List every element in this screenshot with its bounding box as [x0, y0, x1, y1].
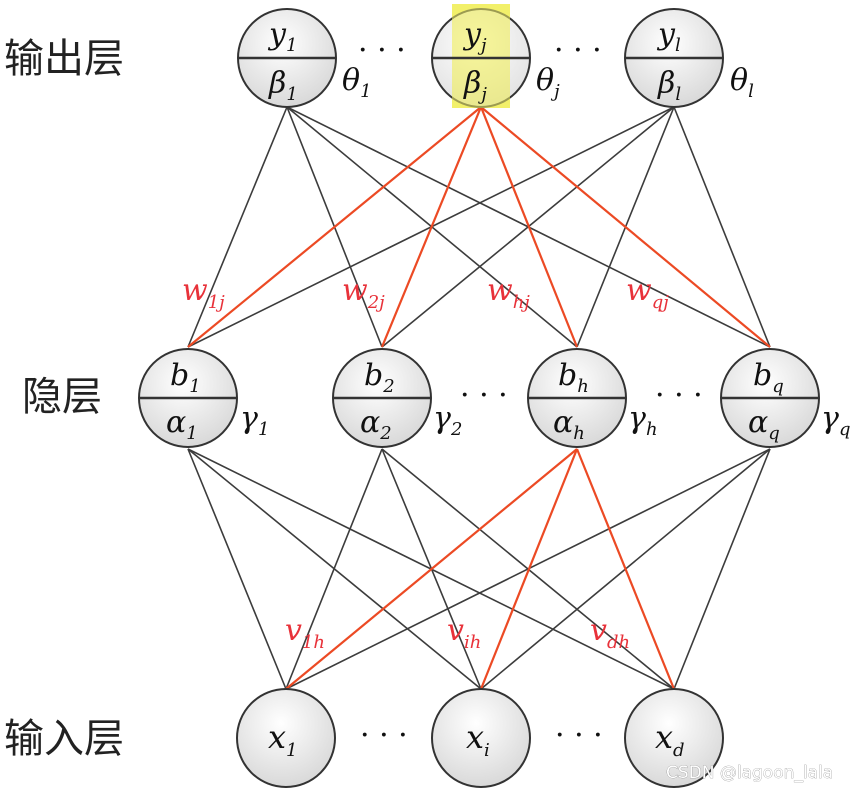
edge-hidden-output-3-1-highlighted — [480, 106, 771, 348]
svg-text:b2: b2 — [364, 358, 395, 397]
weight-label-wqj: wqj — [626, 273, 669, 313]
output-ellipsis-1: · · · — [358, 33, 406, 68]
input-node-i: xi — [431, 688, 531, 788]
svg-text:β1: β1 — [268, 66, 298, 105]
svg-text:βl: βl — [657, 66, 681, 105]
hidden-node-2: b2 α2 — [332, 348, 432, 448]
hidden-bias-1: γ1 — [240, 401, 269, 440]
hidden-node-1: b1 α1 — [138, 348, 238, 448]
svg-text:αh: αh — [553, 405, 585, 444]
hidden-bias-h: γh — [628, 401, 658, 440]
edges-hidden-output — [187, 106, 771, 348]
svg-text:yl: yl — [656, 17, 681, 56]
svg-text:α1: α1 — [166, 405, 198, 444]
weight-label-v1h: v1h — [285, 613, 325, 653]
input-node-d: xd — [624, 688, 724, 788]
svg-text:bh: bh — [558, 358, 589, 397]
edge-hidden-output-0-0 — [187, 106, 288, 348]
edge-hidden-output-0-1-highlighted — [187, 106, 482, 348]
svg-text:βj: βj — [463, 66, 487, 105]
svg-text:α2: α2 — [360, 405, 392, 444]
weight-label-vih: vih — [447, 613, 481, 653]
watermark: CSDN @lagoon_lala — [666, 763, 833, 783]
edge-input-hidden-2-3 — [673, 448, 771, 690]
input-node-1: x1 — [236, 688, 336, 788]
edges-input-hidden — [187, 448, 771, 690]
svg-text:x1: x1 — [268, 718, 298, 761]
edge-input-hidden-2-2-highlighted — [575, 448, 676, 690]
output-bias-j: θj — [536, 63, 560, 102]
edge-hidden-output-3-2 — [673, 106, 771, 348]
svg-text:bq: bq — [753, 358, 784, 397]
hidden-layer-label: 隐层 — [22, 374, 102, 420]
output-ellipsis-2: · · · — [554, 33, 602, 68]
hidden-ellipsis-2: · · · — [655, 378, 703, 413]
svg-text:yj: yj — [462, 17, 487, 56]
input-ellipsis-2: · · · — [555, 718, 603, 753]
edge-input-hidden-0-2-highlighted — [285, 448, 578, 690]
weight-label-w2j: w2j — [342, 273, 385, 313]
weight-label-vdh: vdh — [590, 613, 630, 653]
hidden-node-q: bq αq — [720, 348, 820, 448]
input-layer-label: 输入层 — [4, 716, 124, 762]
edge-input-hidden-0-0 — [187, 448, 287, 690]
svg-text:y1: y1 — [267, 17, 297, 56]
edge-input-hidden-1-0 — [187, 448, 482, 690]
output-node-j: yj βj — [431, 4, 531, 108]
svg-text:xd: xd — [655, 718, 685, 761]
svg-text:b1: b1 — [170, 358, 201, 397]
edge-hidden-output-1-1-highlighted — [380, 106, 483, 348]
output-bias-1: θ1 — [342, 63, 372, 102]
hidden-bias-2: γ2 — [433, 401, 462, 440]
input-ellipsis-1: · · · — [360, 718, 408, 753]
weight-label-whj: whj — [487, 273, 530, 313]
svg-text:xi: xi — [466, 718, 490, 761]
edge-hidden-output-2-1-highlighted — [479, 106, 579, 348]
svg-text:αq: αq — [748, 405, 780, 444]
hidden-bias-q: γq — [821, 401, 850, 440]
hidden-ellipsis-1: · · · — [460, 378, 508, 413]
output-layer-label: 输出层 — [4, 36, 124, 82]
output-node-l: yl βl — [624, 8, 724, 108]
hidden-node-h: bh αh — [527, 348, 627, 448]
edge-input-hidden-1-2-highlighted — [479, 448, 579, 690]
weight-label-w1j: w1j — [182, 273, 225, 313]
output-node-1: y1 β1 — [237, 8, 337, 108]
output-bias-l: θl — [730, 63, 754, 102]
